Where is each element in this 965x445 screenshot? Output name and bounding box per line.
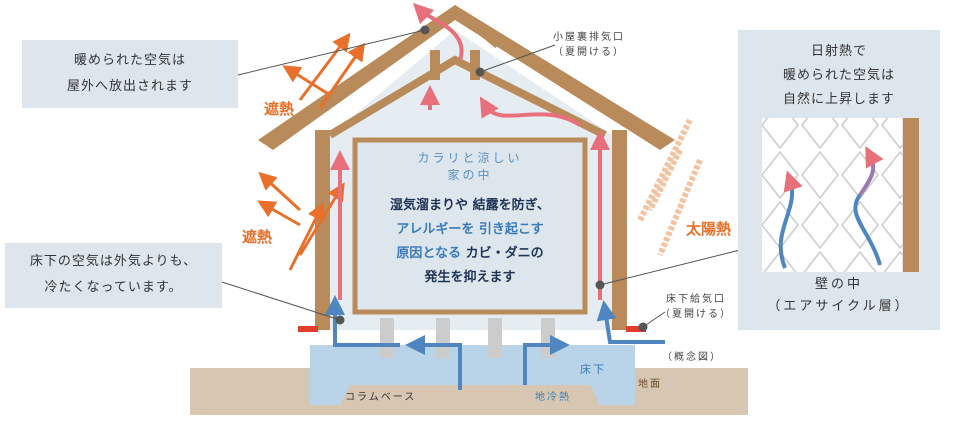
concept-label: （概念図） [662,352,722,363]
message-segment: 原因となる [396,246,466,261]
under-floor-label: 床下 [580,363,606,376]
roof-air-callout: 暖められた空気は 屋外へ放出されます [22,40,238,108]
column-base-label: コラムベース [345,392,417,403]
callout-line: 屋外へ放出されます [66,79,193,94]
interior-text: カラリと涼しい 家の中 湿気溜まりや 結露を防ぎ、アレルギーを 引き起こす原因と… [358,150,582,290]
message-line: 原因となる カビ・ダニの [358,242,582,266]
airflow-arrows [325,2,665,390]
message-line: 湿気溜まりや 結露を防ぎ、 [358,194,582,218]
solar-heat-label: 太陽熱 [686,220,732,238]
ground-cool-label: 地冷熱 [535,392,571,403]
callout-line: 暖められた空気は [782,68,895,83]
interior-message: 湿気溜まりや 結露を防ぎ、アレルギーを 引き起こす原因となる カビ・ダニの発生を… [358,194,582,290]
interior-title: 家の中 [447,168,493,182]
message-segment: アレルギーを 引き起こす [396,222,544,237]
caption-line: （エアサイクル層） [767,299,911,314]
heat-shield-label: 遮熱 [242,228,273,246]
label-line: （夏開ける） [660,309,732,320]
ground-label: 地面 [638,379,662,390]
label-line: 小屋裏排気口 [553,32,625,43]
under-floor-callout: 床下の空気は外気よりも、 冷たくなっています。 [5,243,222,308]
callout-line: 日射熱で [810,44,867,59]
callout-line: 暖められた空気は [73,53,186,68]
message-segment: 発生を抑えます [424,270,516,285]
left-wall [315,130,330,330]
caption-line: 壁の中 [814,277,863,292]
label-line: 床下給気口 [666,294,726,305]
message-line: 発生を抑えます [358,266,582,290]
callout-line: 床下の空気は外気よりも、 [29,254,198,269]
callout-line: 自然に上昇します [782,92,895,107]
wall-inside-caption: 壁の中 （エアサイクル層） [738,274,940,318]
solar-callout: 日射熱で 暖められた空気は 自然に上昇します [738,40,940,112]
solar-arrows [637,118,703,257]
interior-room [352,137,588,315]
heat-shield-label: 遮熱 [264,100,295,118]
message-segment: 湿気溜まりや 結露を防ぎ、 [390,198,550,213]
message-line: アレルギーを 引き起こす [358,218,582,242]
callout-line: 冷たくなっています。 [44,280,183,295]
floor-vent-label: 床下給気口 （夏開ける） [660,292,732,322]
interior-title: カラリと涼しい [417,151,523,165]
label-line: （夏開ける） [553,47,625,58]
heat-shield-arrows [257,32,366,271]
foundation [310,345,635,405]
message-segment: カビ・ダニの [465,246,544,261]
right-wall [612,130,627,330]
attic-vent-label: 小屋裏排気口 （夏開ける） [553,30,625,60]
